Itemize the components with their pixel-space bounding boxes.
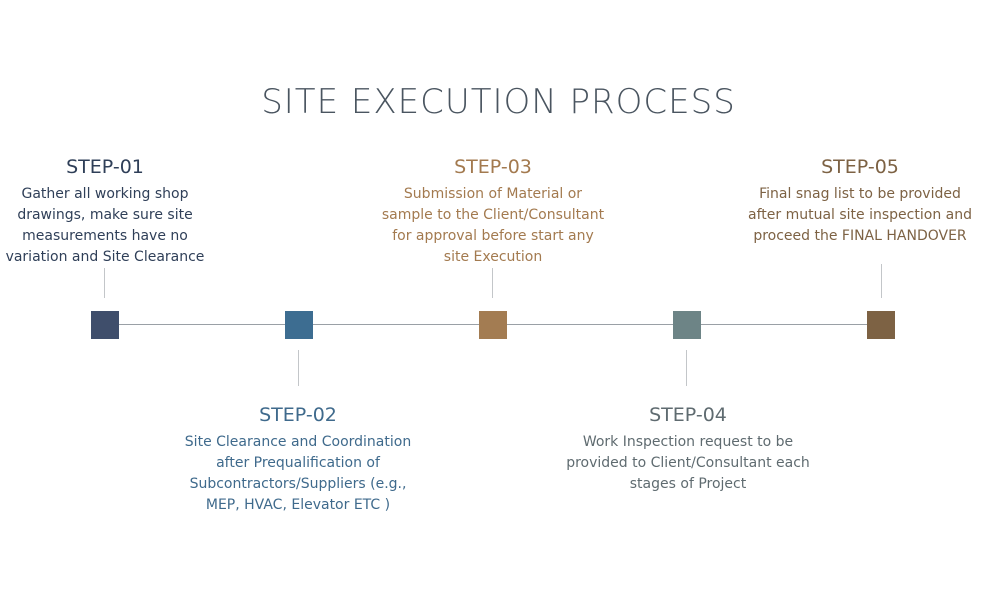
step-05-desc-line: Final snag list to be provided (759, 186, 961, 202)
step-04-description: Work Inspection request to be provided t… (553, 432, 823, 495)
node-step-03 (479, 311, 507, 339)
step-05-desc-line: proceed the FINAL HANDOVER (753, 228, 967, 244)
step-03-description: Submission of Material or sample to the … (373, 184, 613, 268)
step-02-desc-line: Site Clearance and Coordination (184, 434, 412, 450)
step-02-desc-line: after Prequalification of (216, 455, 380, 471)
step-03-desc-line: sample to the Client/Consultant (381, 207, 605, 223)
step-02-desc-line: Subcontractors/Suppliers (e.g., (189, 476, 407, 492)
connector-step-02 (298, 350, 299, 386)
step-01-desc-line: measurements have no (22, 228, 188, 244)
step-01-desc-line: drawings, make sure site (17, 207, 193, 223)
step-01-description: Gather all working shop drawings, make s… (5, 184, 205, 268)
connector-step-03 (492, 268, 493, 298)
step-03-desc-line: Submission of Material or (403, 186, 583, 202)
step-01: STEP-01 Gather all working shop drawings… (5, 156, 205, 268)
page-title: SITE EXECUTION PROCESS (261, 82, 736, 122)
step-03-title: STEP-03 (454, 156, 532, 178)
step-05-title: STEP-05 (821, 156, 899, 178)
connector-step-05 (881, 264, 882, 298)
step-03-desc-line: for approval before start any (392, 228, 594, 244)
step-01-desc-line: variation and Site Clearance (5, 249, 205, 265)
step-02-description: Site Clearance and Coordination after Pr… (178, 432, 418, 516)
step-05-desc-line: after mutual site inspection and (748, 207, 972, 223)
step-01-desc-line: Gather all working shop (21, 186, 189, 202)
step-03: STEP-03 Submission of Material or sample… (373, 156, 613, 268)
step-02: STEP-02 Site Clearance and Coordination … (178, 404, 418, 516)
node-step-02 (285, 311, 313, 339)
step-04-desc-line: stages of Project (629, 476, 747, 492)
step-05-description: Final snag list to be provided after mut… (740, 184, 980, 247)
node-step-05 (867, 311, 895, 339)
step-04: STEP-04 Work Inspection request to be pr… (553, 404, 823, 495)
step-03-desc-line: site Execution (443, 249, 543, 265)
step-04-title: STEP-04 (649, 404, 727, 426)
step-04-desc-line: provided to Client/Consultant each (566, 455, 810, 471)
step-05: STEP-05 Final snag list to be provided a… (740, 156, 980, 247)
connector-step-01 (104, 268, 105, 298)
node-step-01 (91, 311, 119, 339)
step-04-desc-line: Work Inspection request to be (582, 434, 794, 450)
step-01-title: STEP-01 (66, 156, 144, 178)
node-step-04 (673, 311, 701, 339)
connector-step-04 (686, 350, 687, 386)
step-02-desc-line: MEP, HVAC, Elevator ETC ) (205, 497, 391, 513)
step-02-title: STEP-02 (259, 404, 337, 426)
